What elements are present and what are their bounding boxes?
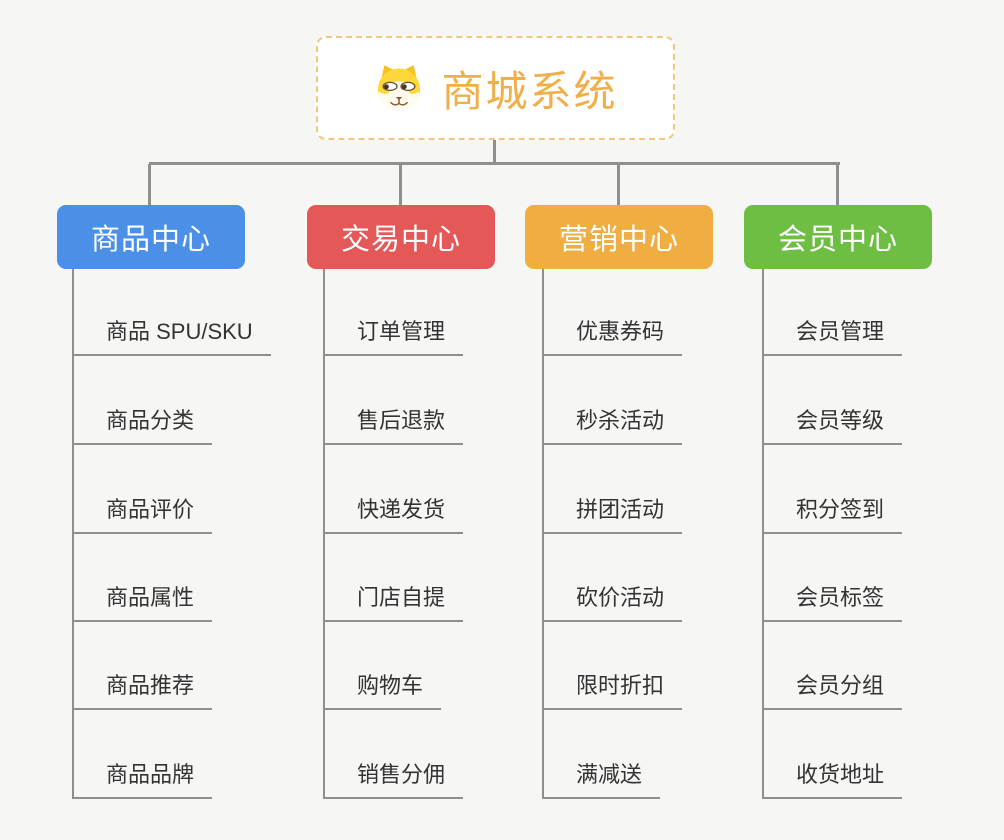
leaf-node[interactable]: 销售分佣 <box>323 747 464 799</box>
leaf-node[interactable]: 门店自提 <box>323 570 464 622</box>
branch-spine-2 <box>323 269 325 799</box>
connector-drop-3 <box>617 164 620 206</box>
leaf-node[interactable]: 优惠券码 <box>542 304 683 356</box>
leaf-node[interactable]: 拼团活动 <box>542 482 683 534</box>
root-topic-label: 商城系统 <box>441 67 618 115</box>
leaf-node[interactable]: 积分签到 <box>762 482 903 534</box>
leaf-node[interactable]: 会员标签 <box>762 570 903 622</box>
leaf-node[interactable]: 商品 SPU/SKU <box>72 304 271 356</box>
leaf-node[interactable]: 收货地址 <box>762 747 903 799</box>
root-topic[interactable]: 商城系统 <box>316 36 675 140</box>
branch-marketing-center[interactable]: 营销中心 <box>525 205 713 269</box>
dog-face-icon <box>378 65 421 112</box>
connector-drop-1 <box>148 164 151 206</box>
leaf-node[interactable]: 商品评价 <box>72 482 213 534</box>
connector-horizontal-bar <box>149 162 840 165</box>
connector-root-stem <box>493 140 496 164</box>
leaf-node[interactable]: 会员等级 <box>762 393 903 445</box>
leaf-node[interactable]: 秒杀活动 <box>542 393 683 445</box>
branch-spine-4 <box>762 269 764 799</box>
leaf-node[interactable]: 商品品牌 <box>72 747 213 799</box>
leaf-node[interactable]: 售后退款 <box>323 393 464 445</box>
branch-spine-1 <box>72 269 74 799</box>
leaf-node[interactable]: 限时折扣 <box>542 658 683 710</box>
connector-drop-2 <box>399 164 402 206</box>
branch-product-center[interactable]: 商品中心 <box>57 205 245 269</box>
branch-spine-3 <box>542 269 544 799</box>
leaf-node[interactable]: 砍价活动 <box>542 570 683 622</box>
branch-member-center[interactable]: 会员中心 <box>744 205 932 269</box>
leaf-node[interactable]: 商品推荐 <box>72 658 213 710</box>
leaf-node[interactable]: 商品属性 <box>72 570 213 622</box>
leaf-node[interactable]: 商品分类 <box>72 393 213 445</box>
leaf-node[interactable]: 满减送 <box>542 747 661 799</box>
leaf-node[interactable]: 快递发货 <box>323 482 464 534</box>
connector-drop-4 <box>836 164 839 206</box>
leaf-node[interactable]: 会员分组 <box>762 658 903 710</box>
leaf-node[interactable]: 订单管理 <box>323 304 464 356</box>
leaf-node[interactable]: 购物车 <box>323 658 442 710</box>
leaf-node[interactable]: 会员管理 <box>762 304 903 356</box>
branch-trade-center[interactable]: 交易中心 <box>307 205 495 269</box>
